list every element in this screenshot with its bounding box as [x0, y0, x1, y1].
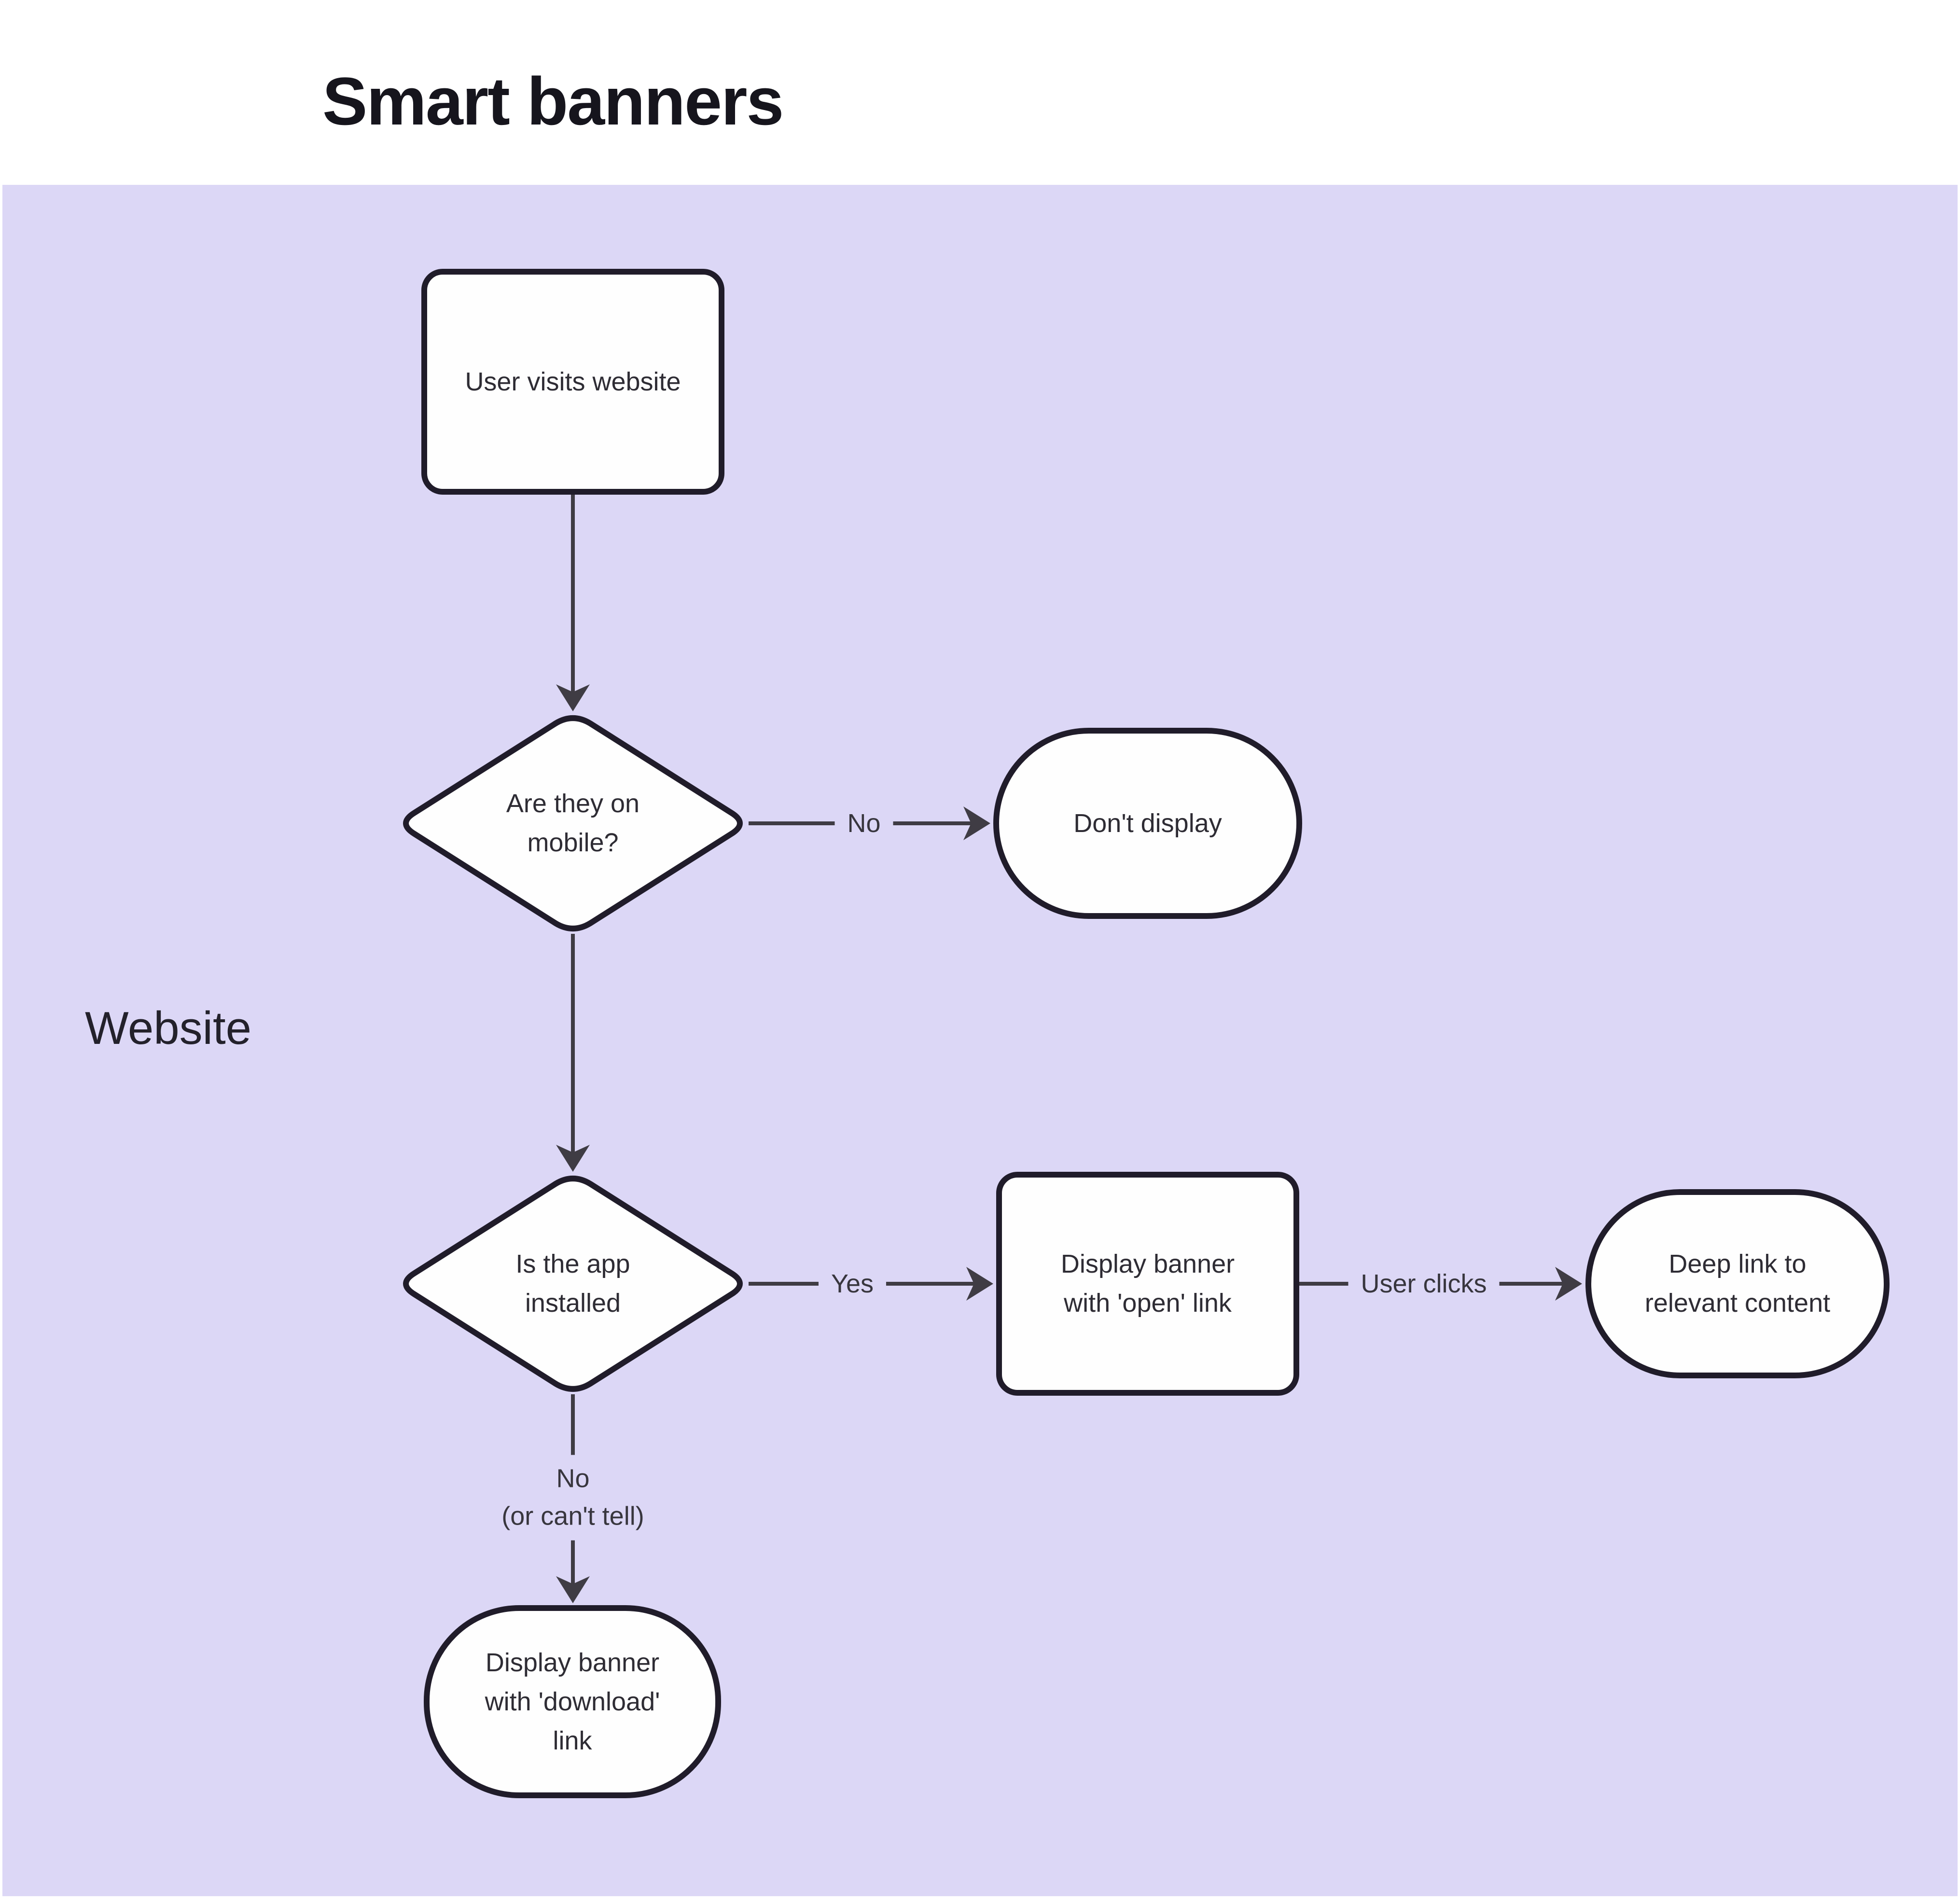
website-group-panel: [2, 185, 1958, 1896]
arrowhead-down-icon: [556, 684, 590, 711]
node-user-visits-website[interactable]: User visits website: [421, 269, 724, 495]
decision-is-the-app-installed-shape[interactable]: [403, 1176, 743, 1392]
arrowhead-right-icon: [1555, 1267, 1582, 1301]
decision-is-the-app-installed-label: Is the app installed: [515, 1249, 630, 1318]
node-label: Don't display: [1073, 808, 1222, 838]
edge-label-user-clicks: User clicks: [1348, 1260, 1500, 1308]
node-dont-display[interactable]: Don't display: [993, 728, 1302, 919]
edge-label-no-or-cant-tell: No (or can't tell): [489, 1455, 657, 1540]
decision-are-they-on-mobile-shape[interactable]: [403, 715, 743, 931]
arrowhead-down-icon: [556, 1145, 590, 1172]
node-label: User visits website: [465, 367, 681, 396]
node-label: Display banner with 'open' link: [1060, 1249, 1235, 1318]
arrowhead-down-icon: [556, 1576, 590, 1603]
header: Smart banners: [0, 0, 1960, 185]
node-label: Display banner with 'download' link: [485, 1648, 660, 1755]
edge-label-no: No: [834, 799, 893, 847]
decision-are-they-on-mobile-label: Are they on mobile?: [506, 789, 640, 857]
node-display-banner-download-link[interactable]: Display banner with 'download' link: [424, 1605, 721, 1798]
arrowhead-right-icon: [963, 806, 990, 840]
arrowhead-right-icon: [966, 1267, 993, 1301]
website-group-label: Website: [85, 1002, 252, 1054]
node-deep-link-relevant-content[interactable]: Deep link to relevant content: [1585, 1189, 1890, 1378]
node-display-banner-open-link[interactable]: Display banner with 'open' link: [996, 1172, 1299, 1396]
edge-label-yes: Yes: [818, 1260, 887, 1308]
node-label: Deep link to relevant content: [1644, 1249, 1831, 1318]
page-title: Smart banners: [322, 63, 784, 139]
